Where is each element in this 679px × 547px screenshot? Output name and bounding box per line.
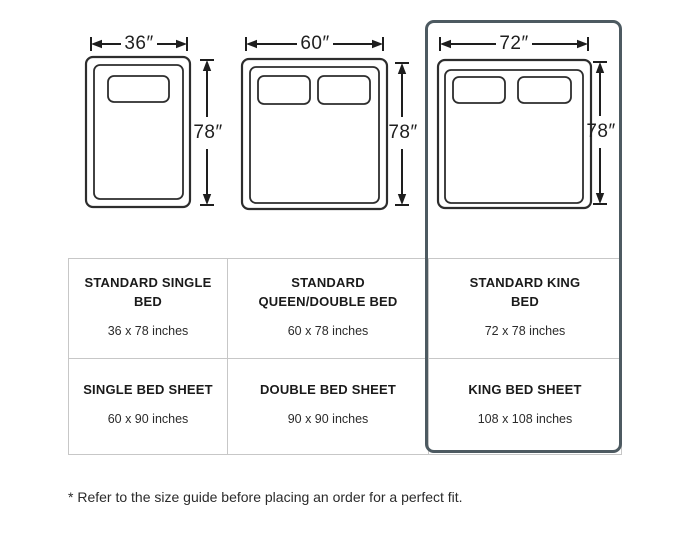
bed-diagram-single [84, 37, 214, 209]
cell-size: 60 x 90 inches [107, 411, 189, 426]
queen-height-arrow [395, 62, 409, 206]
footnote: * Refer to the size guide before placing… [68, 489, 463, 505]
single-width-label: 36″ [124, 33, 154, 54]
pillow-icon [107, 75, 170, 103]
king-height-arrow [593, 61, 607, 205]
king-width-arrow [439, 37, 589, 51]
bed-diagram-queen-double [240, 37, 409, 211]
size-table: STANDARD SINGLE BED 36 x 78 inches STAND… [68, 258, 622, 455]
cell-title: STANDARD QUEEN/DOUBLE BED [258, 275, 398, 309]
table-cell-single-sheet: SINGLE BED SHEET 60 x 90 inches [69, 358, 227, 454]
cell-title: SINGLE BED SHEET [83, 382, 213, 397]
king-height-label: 78″ [586, 121, 616, 142]
cell-size: 108 x 108 inches [477, 411, 573, 426]
queen-width-arrow [245, 37, 384, 51]
cell-title: STANDARD SINGLE BED [84, 275, 212, 309]
single-width-arrow [90, 37, 188, 51]
table-cell-king-bed: STANDARD KING BED 72 x 78 inches [428, 259, 621, 358]
king-width-label: 72″ [499, 33, 529, 54]
single-height-label: 78″ [193, 122, 223, 143]
bed-diagram-king [436, 37, 607, 210]
cell-title: KING BED SHEET [468, 382, 582, 397]
pillow-icon [517, 76, 572, 104]
cell-size: 72 x 78 inches [484, 323, 566, 338]
cell-title: DOUBLE BED SHEET [259, 382, 397, 397]
pillow-icon [257, 75, 311, 105]
pillow-icon [317, 75, 371, 105]
table-cell-queen-bed: STANDARD QUEEN/DOUBLE BED 60 x 78 inches [227, 259, 428, 358]
cell-size: 36 x 78 inches [107, 323, 189, 338]
bed-diagrams [84, 37, 607, 211]
single-height-arrow [200, 59, 214, 206]
table-cell-king-sheet: KING BED SHEET 108 x 108 inches [428, 358, 621, 454]
cell-size: 60 x 78 inches [287, 323, 369, 338]
pillow-icon [452, 76, 506, 104]
table-cell-double-sheet: DOUBLE BED SHEET 90 x 90 inches [227, 358, 428, 454]
queen-width-label: 60″ [300, 33, 330, 54]
queen-height-label: 78″ [388, 122, 418, 143]
cell-title: STANDARD KING BED [469, 275, 581, 309]
cell-size: 90 x 90 inches [287, 411, 369, 426]
table-cell-single-bed: STANDARD SINGLE BED 36 x 78 inches [69, 259, 227, 358]
